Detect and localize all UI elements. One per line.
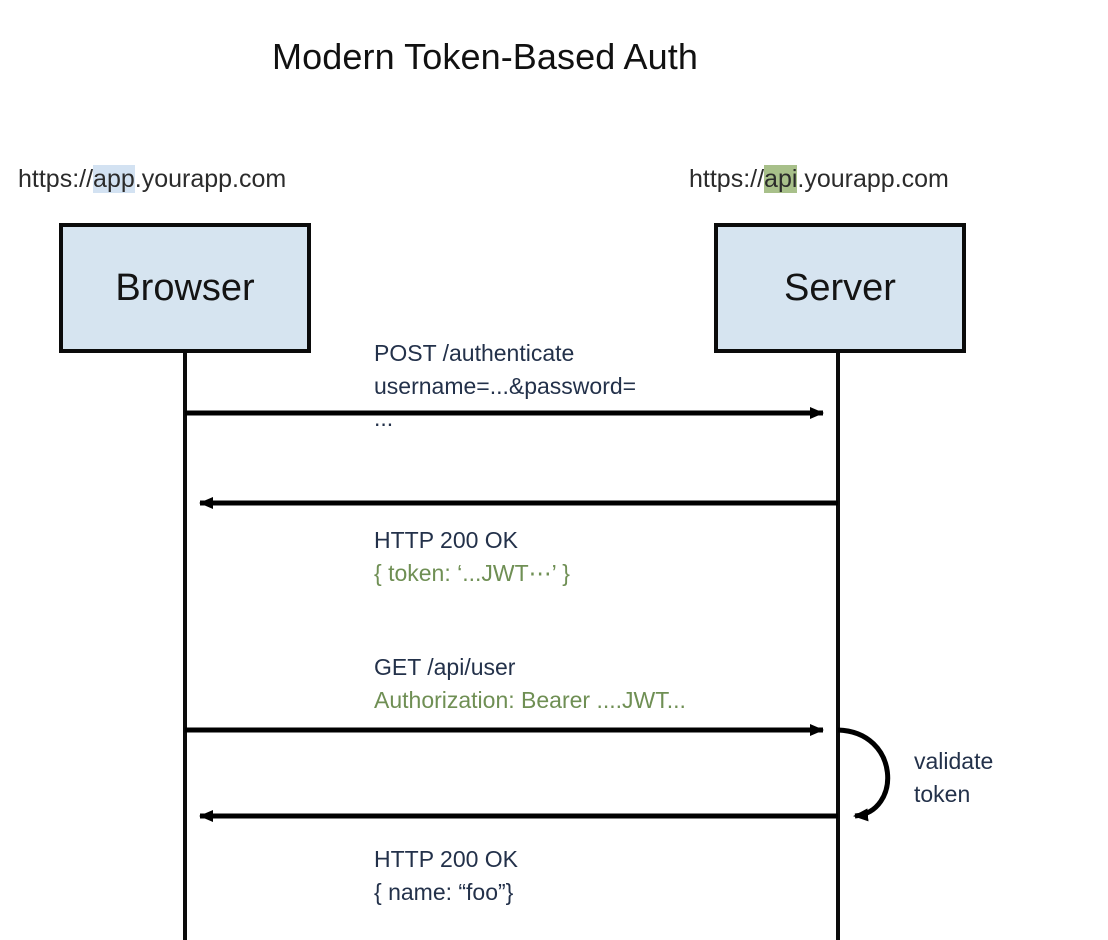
participant-box-server: Server — [714, 223, 966, 353]
message-line-2: { name: “foo”} — [374, 878, 514, 905]
url-suffix-server: .yourapp.com — [797, 165, 949, 193]
url-prefix-server: https:// — [689, 165, 765, 193]
message-line-1: HTTP 200 OK — [374, 527, 519, 553]
url-suffix-browser: .yourapp.com — [134, 165, 287, 193]
message-line-2: { token: ‘...JWT⋯’ } — [374, 559, 570, 586]
message-line-1: validate — [914, 748, 994, 774]
page-title: Modern Token-Based Auth — [272, 36, 698, 77]
message-line-3: ... — [374, 405, 394, 432]
message-line-1: HTTP 200 OK — [374, 846, 519, 872]
message-line-1: POST /authenticate — [374, 340, 575, 366]
message-label-get-api-user: GET /api/user Authorization: Bearer ....… — [374, 651, 686, 716]
message-line-2: username=...&password= — [374, 372, 637, 399]
lifeline-url-server: https://api.yourapp.com — [689, 165, 949, 194]
message-line-2: token — [914, 780, 971, 807]
message-line-2: Authorization: Bearer ....JWT... — [374, 686, 686, 713]
message-label-auth-response: HTTP 200 OK { token: ‘...JWT⋯’ } — [374, 524, 570, 589]
url-highlight-browser: app — [93, 165, 135, 193]
lifeline-url-browser: https://app.yourapp.com — [18, 165, 287, 194]
url-prefix-browser: https:// — [18, 165, 94, 193]
message-label-validate-token: validate token — [914, 745, 993, 810]
participant-label-browser: Browser — [115, 267, 255, 309]
url-highlight-server: api — [764, 165, 798, 193]
message-line-1: GET /api/user — [374, 654, 516, 680]
message-label-user-response: HTTP 200 OK { name: “foo”} — [374, 843, 518, 908]
participant-box-browser: Browser — [59, 223, 311, 353]
arrow-validate-token-loop — [837, 727, 891, 822]
participant-label-server: Server — [784, 267, 896, 309]
message-label-post-authenticate: POST /authenticate username=...&password… — [374, 337, 636, 435]
